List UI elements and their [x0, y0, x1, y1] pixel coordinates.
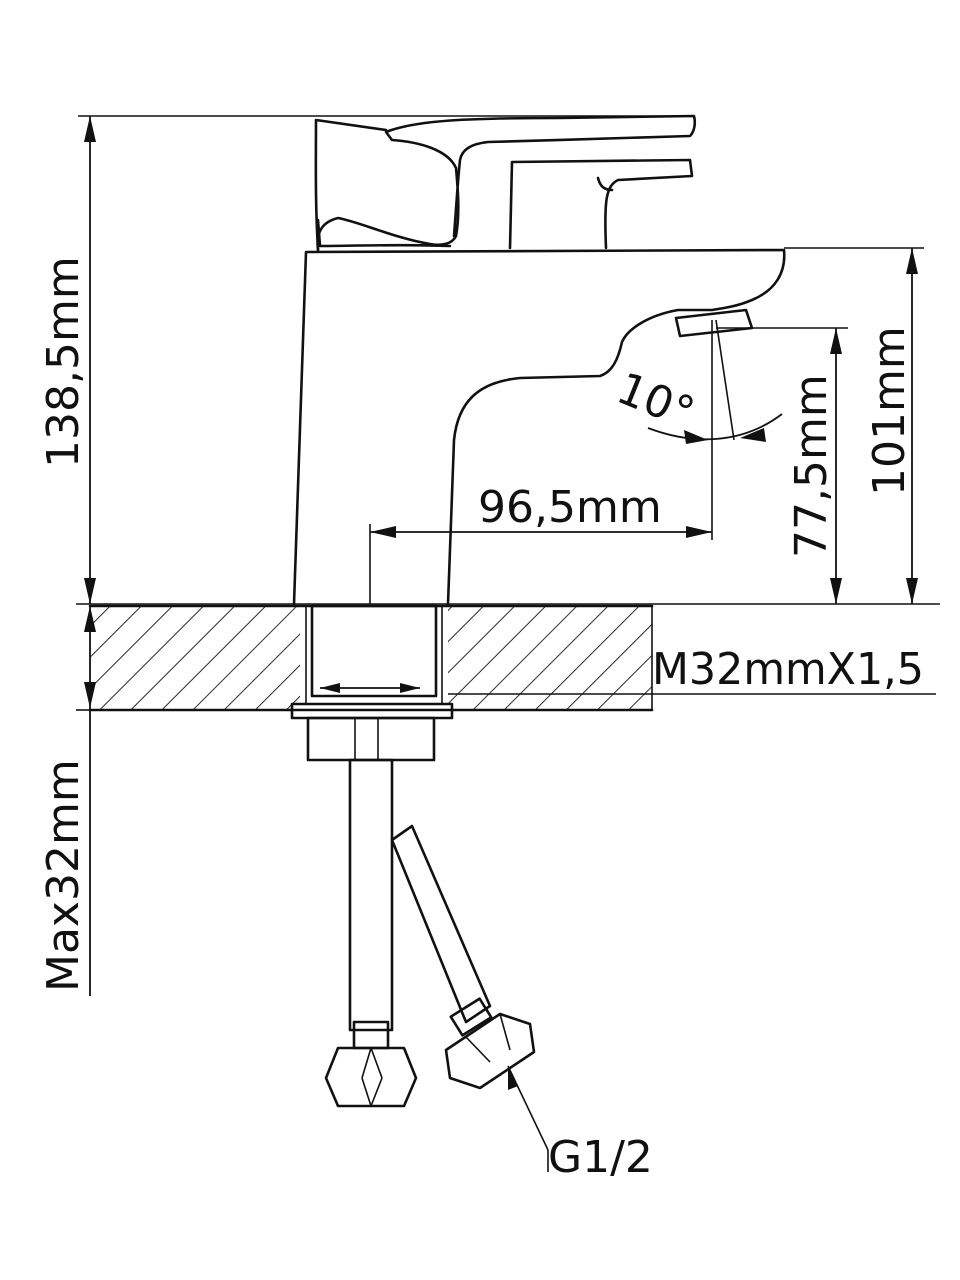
supply-hoses — [348, 758, 493, 1050]
hex-nut-right — [444, 1012, 536, 1090]
reach-label: 96,5mm — [478, 482, 662, 533]
faucet-body — [292, 248, 786, 606]
thread-label: M32mmX1,5 — [652, 644, 924, 695]
dimension-lines — [76, 115, 940, 1172]
counter-max-label: Max32mm — [38, 759, 89, 992]
height-total-label: 138,5mm — [38, 256, 89, 468]
aerator-height-label: 77,5mm — [786, 374, 837, 558]
countertop-section — [88, 604, 654, 712]
lever-handle — [314, 114, 697, 252]
spout-height-label: 101mm — [864, 326, 915, 496]
connection-label: G1/2 — [548, 1132, 653, 1183]
hex-nut-left — [324, 1046, 418, 1108]
angle-label: 10° — [610, 363, 701, 440]
aerator — [674, 308, 754, 338]
